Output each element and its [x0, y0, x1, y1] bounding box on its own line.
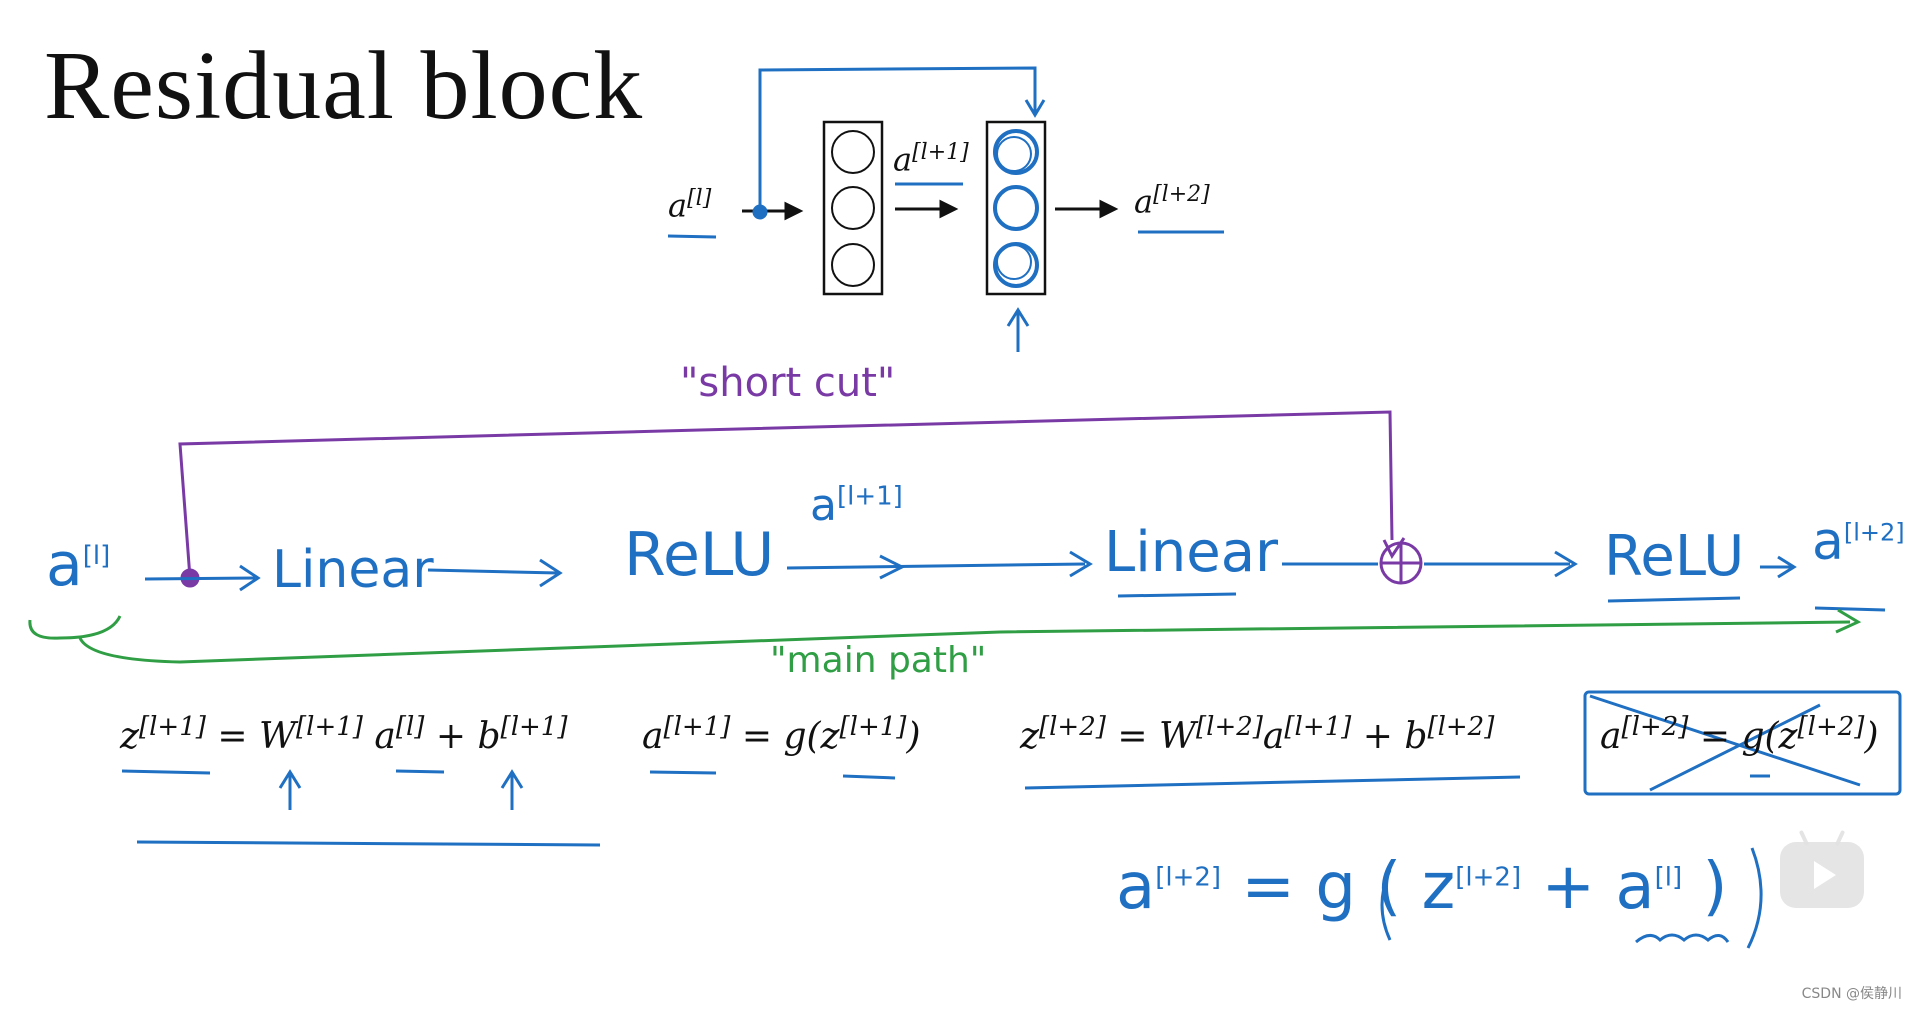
equation-z-l1: z[l+1] = W[l+1] a[l] + b[l+1] — [120, 712, 568, 757]
short-cut-label: "short cut" — [680, 360, 896, 406]
equation-a-l2-crossed: a[l+2] = g(z[l+2]) — [1600, 712, 1879, 757]
main-path — [28, 608, 1862, 664]
main-path-label: "main path" — [770, 640, 987, 681]
flow-start-label: a[l] — [46, 530, 111, 600]
network-underlines — [667, 182, 1224, 239]
flow-relu-1: ReLU — [624, 520, 775, 590]
flow-relu-2: ReLU — [1604, 524, 1745, 589]
equation-markings — [121, 690, 1902, 949]
handwritten-residual-equation: a[l+2] = g ( z[l+2] + a[l] ) — [1116, 850, 1728, 924]
equation-z-l2: z[l+2] = W[l+2]a[l+1] + b[l+2] — [1020, 712, 1495, 757]
flow-end-label: a[l+2] — [1812, 512, 1905, 572]
network-skip-connection — [752, 66, 1046, 352]
flow-linear-2: Linear — [1104, 520, 1279, 585]
network-hidden-label: a[l+1] — [893, 140, 969, 179]
equation-a-l1: a[l+1] = g(z[l+1]) — [642, 712, 921, 757]
layer-l1 — [822, 120, 884, 296]
layer-l2 — [985, 120, 1047, 296]
flow-linear-1: Linear — [272, 540, 434, 600]
slide-title: Residual block — [44, 32, 644, 140]
network-input-label: a[l] — [668, 186, 712, 225]
flow-mid-label: a[l+1] — [810, 480, 903, 531]
network-output-label: a[l+2] — [1134, 182, 1210, 221]
play-button[interactable] — [1780, 829, 1864, 908]
main-flow-arrows — [144, 550, 1886, 612]
watermark: CSDN @侯静川 — [1801, 986, 1902, 1002]
network-arrows — [742, 199, 1119, 221]
